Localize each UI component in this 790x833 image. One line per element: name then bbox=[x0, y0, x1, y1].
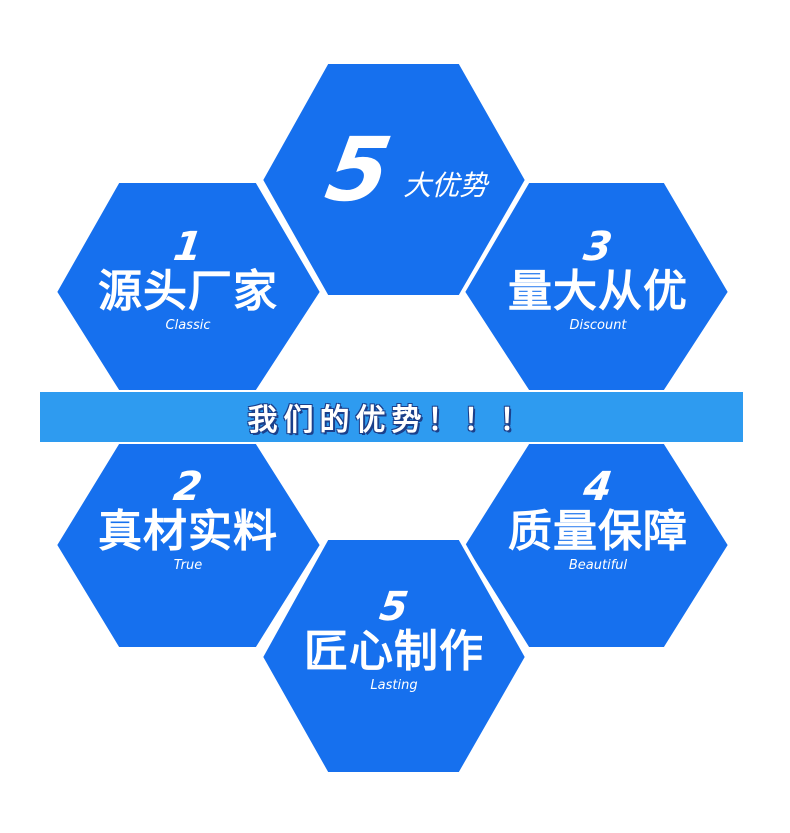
hex-1-subtitle: Classic bbox=[165, 318, 211, 333]
hex-2-number: 2 bbox=[170, 464, 206, 510]
hex-4-number: 4 bbox=[580, 464, 616, 510]
hex-5-title: 匠心制作 bbox=[304, 626, 484, 677]
hex-1-number: 1 bbox=[170, 224, 206, 270]
hex-2-content: 2 真材实料 True bbox=[98, 464, 278, 574]
hex-3-subtitle: Discount bbox=[569, 318, 627, 333]
hexagon-5 bbox=[258, 536, 530, 776]
hex-2-subtitle: True bbox=[173, 558, 203, 573]
hex-3-title: 量大从优 bbox=[508, 266, 688, 317]
hex-5-content: 5 匠心制作 Lasting bbox=[304, 584, 484, 694]
hex-3-number: 3 bbox=[580, 224, 616, 270]
top-big-number: 5 bbox=[319, 118, 399, 221]
top-label-text: 大优势 bbox=[403, 169, 488, 202]
hex-4-subtitle: Beautiful bbox=[568, 558, 628, 573]
hex-5-subtitle: Lasting bbox=[370, 678, 418, 693]
hex-2-title: 真材实料 bbox=[98, 506, 278, 557]
hex-3-content: 3 量大从优 Discount bbox=[508, 224, 688, 334]
hexagon-top bbox=[258, 60, 530, 299]
banner-text: 我们的优势！！！ bbox=[247, 403, 536, 438]
hex-1-content: 1 源头厂家 Classic bbox=[98, 224, 278, 334]
top-hex-label: 5 大优势 bbox=[319, 118, 488, 221]
advantages-banner: 我们的优势！！！ bbox=[40, 392, 743, 442]
hexagon-2 bbox=[52, 440, 325, 651]
hex-1-title: 源头厂家 bbox=[98, 266, 278, 317]
hex-4-title: 质量保障 bbox=[508, 506, 688, 557]
hex-4-content: 4 质量保障 Beautiful bbox=[508, 464, 688, 574]
hex-5-number: 5 bbox=[376, 584, 412, 630]
